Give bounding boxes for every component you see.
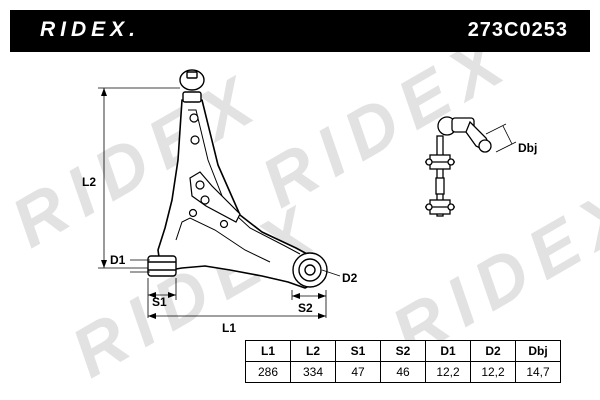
spec-value-s2: 46	[380, 361, 426, 383]
spec-table-header-row: L1 L2 S1 S2 D1 D2 Dbj	[245, 340, 561, 362]
spec-header-l2: L2	[290, 340, 336, 362]
dim-label-d1: D1	[110, 253, 126, 267]
spec-header-dbj: Dbj	[515, 340, 561, 362]
bolt-hole-4	[200, 195, 210, 205]
dim-label-s1: S1	[152, 295, 167, 309]
spec-value-s1: 47	[335, 361, 381, 383]
control-arm-inner-contour-2	[175, 217, 271, 263]
spec-value-l1: 286	[245, 361, 291, 383]
dim-label-l1: L1	[222, 321, 236, 335]
bushing-front	[147, 255, 177, 277]
bolt-hole-5	[188, 208, 198, 218]
dim-label-s2: S2	[298, 301, 313, 315]
dimension-arrows	[101, 88, 326, 319]
header-bar: RIDEX. 273C0253	[10, 10, 590, 52]
spec-table: L1 L2 S1 S2 D1 D2 Dbj 286 334 47 46 12,2…	[245, 340, 561, 383]
brand-logo: RIDEX.	[40, 18, 141, 41]
spec-table-value-row: 286 334 47 46 12,2 12,2 14,7	[245, 361, 561, 383]
spec-value-d2: 12,2	[470, 361, 516, 383]
bushing-rear	[292, 252, 328, 288]
dim-label-l2: L2	[82, 175, 96, 189]
part-number: 273C0253	[467, 19, 568, 41]
dim-label-dbj: Dbj	[518, 141, 537, 155]
bolt-hole-3	[195, 180, 205, 190]
spec-value-d1: 12,2	[425, 361, 471, 383]
spec-header-d1: D1	[425, 340, 471, 362]
dim-label-d2: D2	[342, 271, 358, 285]
control-arm-drawing: L2 D1 S1 S2 L1 D2 Dbj	[82, 69, 537, 335]
ball-joint-top	[179, 69, 205, 103]
spec-value-dbj: 14,7	[515, 361, 561, 383]
spec-header-s1: S1	[335, 340, 381, 362]
dbj-dimension	[485, 123, 517, 153]
spec-header-s2: S2	[380, 340, 426, 362]
spec-value-l2: 334	[290, 361, 336, 383]
bolt-hole-2	[190, 135, 200, 145]
spec-header-l1: L1	[245, 340, 291, 362]
bolt-hole-1	[189, 113, 199, 123]
bolt-hole-6	[219, 219, 229, 229]
ball-joint-detail	[425, 116, 492, 217]
spec-header-d2: D2	[470, 340, 516, 362]
control-arm-body	[157, 99, 326, 289]
